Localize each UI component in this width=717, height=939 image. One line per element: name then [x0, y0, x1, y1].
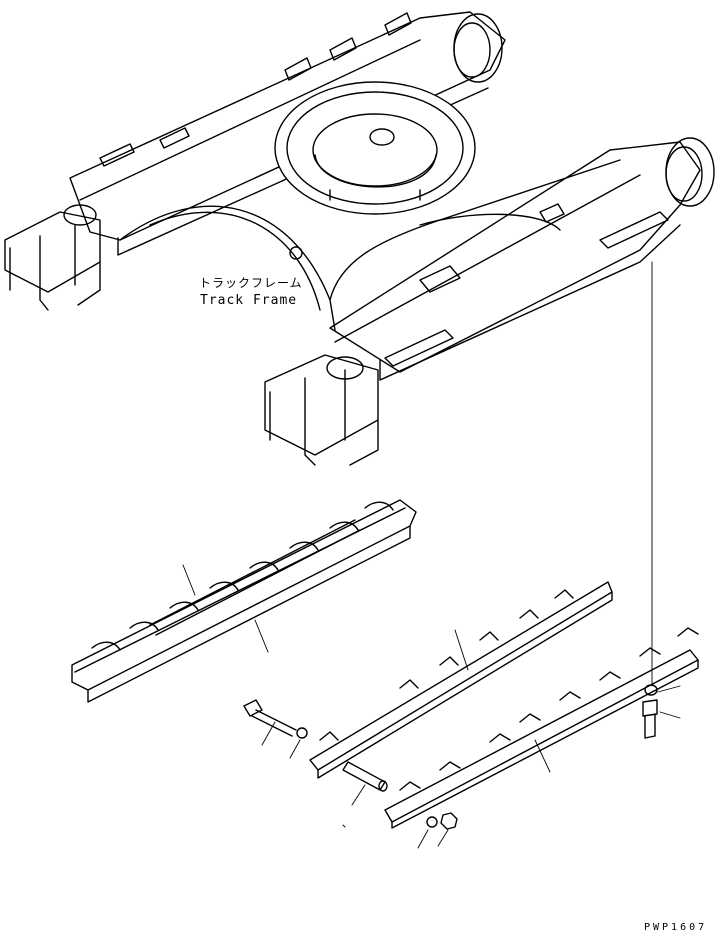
drawing-code: PWP1607	[644, 922, 708, 933]
track-frame	[4, 11, 715, 466]
track-frame-label-en: Track Frame	[200, 293, 298, 308]
track-guard-right	[384, 627, 699, 829]
track-guard-left	[71, 499, 417, 703]
track-guard-center	[309, 581, 613, 779]
track-frame-label-jp: トラックフレーム	[199, 276, 303, 290]
fasteners	[243, 261, 681, 849]
